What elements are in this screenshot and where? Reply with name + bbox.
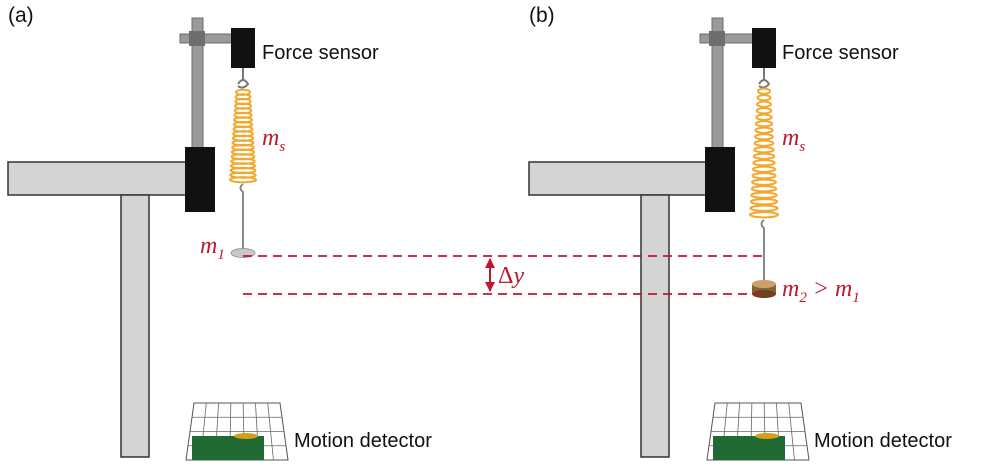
motion-detector-label-a: Motion detector <box>294 430 432 452</box>
spring-b-coil <box>749 198 779 206</box>
spring-hook-a <box>239 183 244 198</box>
rod-clamp-b <box>709 31 725 46</box>
detector-sensor-b <box>755 433 779 439</box>
spring-b-coil <box>750 191 778 199</box>
spring-a-coil <box>229 176 257 184</box>
spring-b-coil <box>754 120 774 128</box>
force-sensor-label-b: Force sensor <box>782 42 899 64</box>
spring-b-coil <box>754 133 774 141</box>
spring-b-coil <box>753 139 775 147</box>
table-leg-b <box>640 194 670 458</box>
crossbar-a <box>179 33 239 44</box>
spring-b-coil <box>752 152 776 160</box>
panel-b: (b) Force sensor ms m2 > m1 <box>528 4 952 461</box>
spring-b-coil <box>756 100 772 108</box>
spring-a <box>229 88 257 184</box>
spring-b-coil <box>753 146 775 154</box>
spring-b-coil <box>749 204 779 212</box>
mass-m2-b <box>752 280 776 298</box>
spring-hook-b <box>760 219 765 234</box>
spring-b-coil <box>757 87 771 95</box>
motion-detector-b <box>706 402 810 461</box>
force-sensor-b <box>752 28 776 68</box>
crossbar-b <box>699 33 759 44</box>
spring-b-coil <box>749 211 779 219</box>
table-leg-a <box>120 194 150 458</box>
spring-b <box>749 87 779 219</box>
mass-label-b: m2 > m1 <box>782 276 860 306</box>
sensor-hook-a <box>237 68 250 89</box>
rod-clamp-a <box>189 31 205 46</box>
table-top-b <box>528 161 724 196</box>
detector-board-b <box>713 436 785 460</box>
spring-b-coil <box>751 165 777 173</box>
table-top-a <box>7 161 205 196</box>
spring-b-coil <box>750 185 778 193</box>
spring-mass-label-a: ms <box>262 125 285 155</box>
table-clamp-a <box>185 147 215 212</box>
detector-board-a <box>192 436 264 460</box>
detector-sensor-a <box>234 433 258 439</box>
displacement-label: Δy <box>498 263 524 289</box>
spring-b-coil <box>755 113 773 121</box>
panel-a: (a) Force sensor ms m1 <box>7 4 432 461</box>
panel-b-label: (b) <box>529 4 555 27</box>
spring-b-coil <box>756 94 772 102</box>
panel-a-label: (a) <box>8 4 34 27</box>
motion-detector-label-b: Motion detector <box>814 430 952 452</box>
force-sensor-a <box>231 28 255 68</box>
sensor-hook-b <box>758 68 771 89</box>
spring-b-coil <box>752 159 776 167</box>
spring-mass-label-b: ms <box>782 125 805 155</box>
table-clamp-b <box>705 147 735 212</box>
motion-detector-a <box>185 402 289 461</box>
mass-label-a: m1 <box>200 233 225 263</box>
spring-b-coil <box>751 172 777 180</box>
spring-b-coil <box>751 178 777 186</box>
force-sensor-label-a: Force sensor <box>262 42 379 64</box>
spring-b-coil <box>754 126 774 134</box>
spring-b-coil <box>755 107 773 115</box>
